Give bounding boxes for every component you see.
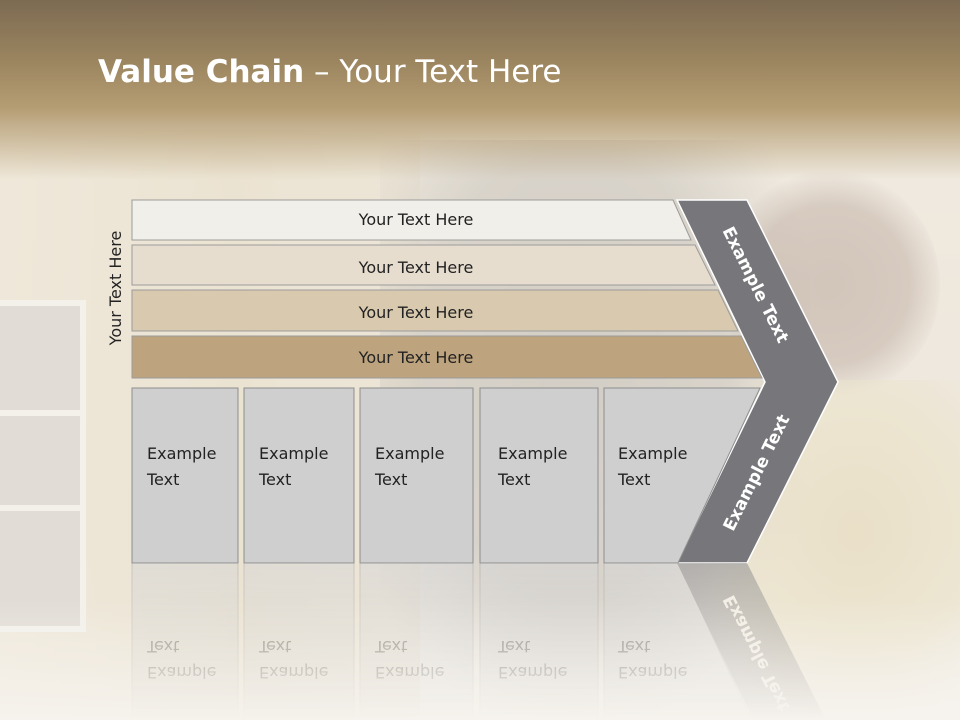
reflection-text: Example [147,663,216,682]
reflection-text: Example [259,663,328,682]
support-row-4-label: Your Text Here [358,348,474,367]
primary-box-2 [243,387,355,564]
reflection-text: Example [618,663,687,682]
reflection-text: Example [375,663,444,682]
support-row-3 [131,289,739,332]
primary-box-5-line1: Example [618,444,687,463]
support-row-4 [131,335,763,379]
primary-box-4 [479,387,599,564]
primary-box-1-line2: Text [146,470,179,489]
header-band [0,0,960,180]
primary-box-2-line1: Example [259,444,328,463]
primary-box-5-line2: Text [617,470,650,489]
diagram-reflection: Example Text Example Text Example Text E… [131,562,826,720]
title-bold: Value Chain [98,54,305,90]
reflection-text: Text [497,637,530,656]
support-row-2 [131,244,716,286]
side-label: Your Text Here [106,231,125,347]
primary-box-1-line1: Example [147,444,216,463]
reflection-text: Text [258,637,291,656]
primary-box-1 [131,387,239,564]
support-row-1-label: Your Text Here [358,210,474,229]
primary-box-4-line2: Text [497,470,530,489]
reflection-text: Text [374,637,407,656]
slide-title: Value Chain – Your Text Here [98,54,561,90]
primary-box-3-line1: Example [375,444,444,463]
reflection-text: Text [146,637,179,656]
title-rest: – Your Text Here [304,54,562,90]
support-row-1 [131,199,692,241]
primary-box-3-line2: Text [374,470,407,489]
primary-box-4-line1: Example [498,444,567,463]
reflection-text: Example [498,663,567,682]
primary-box-3 [359,387,474,564]
primary-box-2-line2: Text [258,470,291,489]
support-row-2-label: Your Text Here [358,258,474,277]
support-row-3-label: Your Text Here [358,303,474,322]
reflection-text: Text [617,637,650,656]
